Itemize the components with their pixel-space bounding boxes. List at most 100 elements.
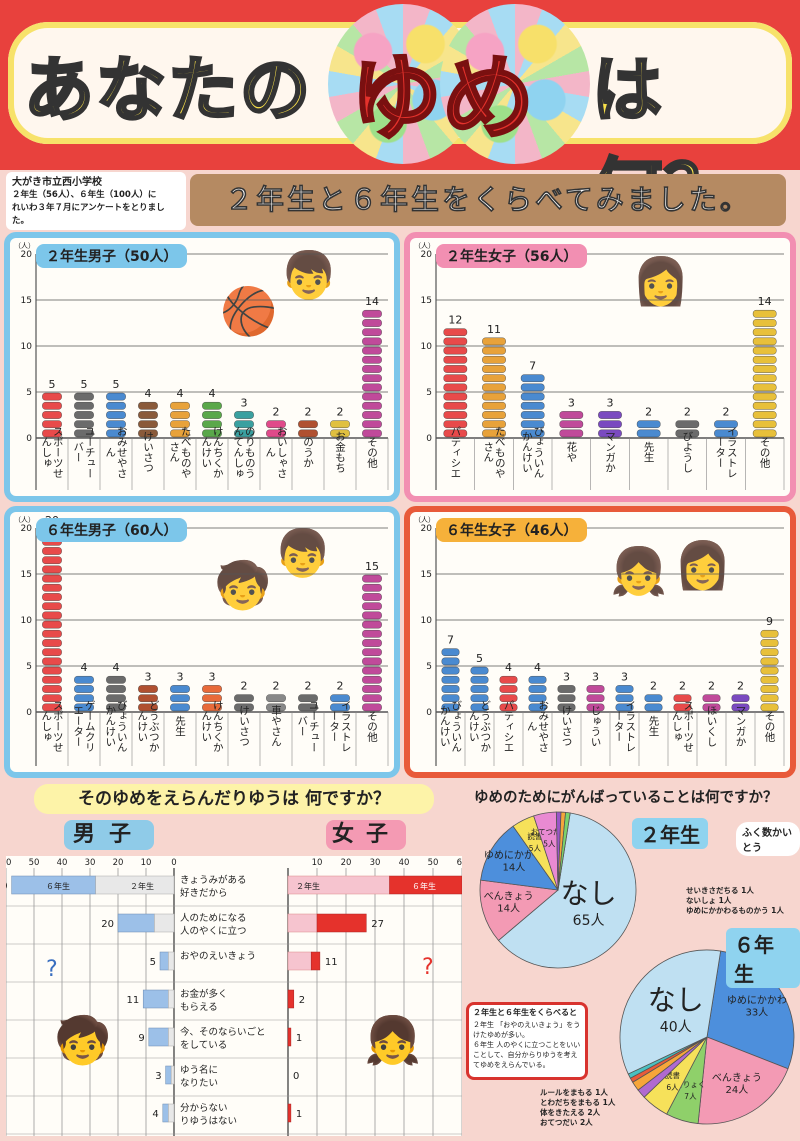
bar-mark: [559, 420, 584, 429]
girls-total-label: 1: [296, 1033, 302, 1044]
bar-mark: [752, 383, 777, 392]
x-tick-label: さん: [168, 442, 180, 463]
pie-slice-label: 読書: [527, 831, 542, 841]
legend-label-grade2: ２年生: [296, 881, 320, 891]
bar-mark: [362, 593, 382, 601]
y-tick-label: 0: [26, 708, 32, 718]
x-tick-label: イラストレ: [340, 700, 352, 753]
bar-mark: [362, 346, 382, 355]
bar-mark: [499, 685, 518, 693]
data-label: 3: [621, 670, 628, 683]
x-tick-label: 車やさん: [270, 704, 282, 747]
bar-mark: [42, 411, 62, 419]
x-tick-label: ユーチュー: [84, 426, 96, 479]
x-tick-label: その他: [366, 710, 378, 742]
x-tick-label: んけい: [200, 436, 212, 468]
pie6-note: とわだちをまもる 1人: [540, 1098, 616, 1107]
boys-total-label: 3: [155, 1071, 161, 1082]
pie-slice-label: べんきょう: [484, 891, 534, 903]
data-label: 2: [273, 406, 280, 419]
x-tick-label: のうか: [302, 436, 314, 468]
y-tick-label: 15: [421, 570, 432, 580]
x-tick-label: けんちくか: [212, 700, 224, 753]
bar-mark: [441, 666, 460, 675]
x-tick-label: 20: [341, 858, 352, 868]
bar-mark: [499, 694, 518, 703]
pie-value-label: 65人: [573, 913, 605, 929]
x-tick-label: けいさつ: [561, 705, 573, 747]
bar-mark: [520, 420, 545, 429]
comparison-title: ２年生と６年生をくらべると: [473, 1008, 577, 1017]
bar-mark: [441, 675, 460, 684]
bar-mark: [443, 365, 468, 373]
x-tick-label: 60: [457, 858, 462, 868]
bar-mark: [443, 355, 468, 364]
bar-mark: [42, 574, 62, 583]
multiple-answer-note: ふく数かいとう: [736, 822, 800, 856]
title-part1: あなたの: [23, 47, 312, 133]
bar-mark: [557, 685, 576, 693]
pie2-note: ゆめにかかわるものかう 1人: [686, 906, 784, 915]
bar-boys-grade6: [148, 1027, 169, 1047]
data-label: 5: [81, 378, 88, 391]
data-label: 3: [592, 670, 599, 683]
chart-title: ２年生女子（56人）: [436, 244, 588, 268]
bar-mark: [170, 703, 190, 712]
bar-mark: [752, 309, 777, 318]
bar-mark: [443, 392, 468, 401]
bar-boys-grade6: [159, 951, 169, 971]
x-tick-label: マンガか: [735, 705, 747, 747]
bar-mark: [202, 685, 222, 693]
x-tick-label: 60: [6, 858, 11, 868]
data-label: 12: [448, 314, 462, 327]
bar-mark: [482, 420, 506, 429]
data-label: 2: [737, 680, 744, 693]
pie-value-label: 6人: [666, 1083, 679, 1092]
y-unit-label: （人）: [14, 516, 35, 524]
reason-label: おやのえいきょう: [180, 951, 256, 962]
reason-label: もらえる: [180, 1002, 218, 1013]
x-tick-label: おいしゃさ: [276, 426, 288, 479]
x-tick-label: んけい: [200, 710, 212, 742]
pie6-notes: ルールをまもる 1人 とわだちをまもる 1人 体をきたえる 2人 おてつだい 2…: [540, 1088, 615, 1128]
bar-mark: [362, 383, 382, 392]
pie2-note: せいきさだちる 1人: [686, 886, 754, 895]
bar-chart-svg: 05101520（人）12パティシエ11たべものやさん7びょういんかんけい3花や…: [414, 242, 785, 490]
comparison-grade2: ２年生 「おやのえいきょう」をうけたゆめが多い。: [473, 1021, 581, 1039]
x-tick-label: ん: [526, 721, 538, 732]
bar-mark: [234, 703, 254, 712]
bar-girls-grade6: [287, 1027, 292, 1047]
bar-mark: [362, 685, 382, 693]
pie-slice-label: なし: [648, 983, 704, 1016]
bar-mark: [330, 694, 350, 703]
bar-mark: [443, 337, 468, 346]
legend-label-grade6: ６年生: [412, 881, 436, 891]
bar-chart-svg: 05101520（人）20スポーツせんしゅ4ゲームクリエーター4びょういんかんけ…: [14, 514, 389, 766]
bar-mark: [760, 648, 779, 657]
y-tick-label: 10: [421, 342, 433, 352]
x-tick-label: どうぶつか: [148, 700, 160, 753]
bar-mark: [170, 401, 190, 410]
boys-total-label: 20: [101, 919, 114, 930]
x-tick-label: ユーチュー: [308, 700, 320, 753]
school-name: 大がき市立西小学校: [12, 177, 102, 188]
x-tick-label: んけい: [468, 710, 480, 742]
pie-value-label: 40人: [660, 1019, 692, 1035]
bar-mark: [362, 365, 382, 373]
x-tick-label: さん: [482, 442, 494, 463]
boy-basketball-drawing: 🏀: [220, 284, 278, 338]
data-label: 14: [758, 295, 772, 308]
bar-mark: [362, 657, 382, 666]
bar-mark: [482, 401, 506, 410]
x-tick-label: パティシエ: [449, 426, 461, 479]
bar-mark: [441, 703, 460, 712]
bar-mark: [443, 346, 468, 355]
bar-mark: [598, 420, 622, 429]
x-tick-label: パティシエ: [503, 700, 515, 753]
bar-mark: [362, 429, 382, 438]
x-tick-label: 30: [85, 858, 96, 868]
x-tick-label: のりものう: [244, 426, 256, 479]
data-label: 3: [209, 670, 216, 683]
